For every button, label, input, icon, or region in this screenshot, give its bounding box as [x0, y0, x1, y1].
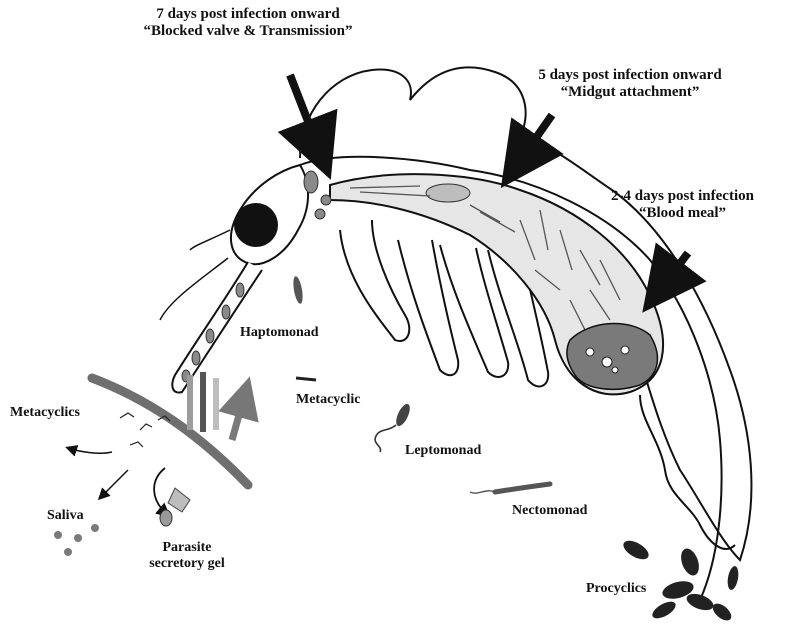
label-leptomonad: Leptomonad — [405, 443, 481, 459]
label-day7-line2: “Blocked valve & Transmission” — [118, 23, 378, 40]
label-secretory-gel: Parasite secretory gel — [132, 540, 242, 572]
gel-parasite — [160, 510, 172, 526]
antenna — [190, 230, 230, 250]
leg-2 — [398, 240, 458, 375]
label-day7: 7 days post infection onward “Blocked va… — [118, 6, 378, 41]
haptomonad-glyph — [292, 276, 305, 305]
label-secretory-gel-line2: secretory gel — [132, 556, 242, 572]
secretory-gel-blob — [168, 488, 190, 512]
pointer-arrow-day5 — [510, 115, 552, 175]
label-metacyclic: Metacyclic — [296, 392, 361, 408]
blood-meal — [567, 324, 657, 390]
label-saliva: Saliva — [47, 508, 84, 524]
attachment-zone — [426, 184, 470, 202]
metacyclics-arrow — [68, 448, 112, 453]
label-nectomonad: Nectomonad — [512, 503, 587, 519]
label-haptomonad: Haptomonad — [240, 325, 319, 341]
skin-surface — [92, 378, 248, 485]
saliva-droplets — [54, 524, 99, 556]
label-day24-line2: “Blood meal” — [585, 205, 780, 222]
metacyclic-glyph — [296, 378, 316, 380]
label-metacyclics: Metacyclics — [10, 405, 80, 421]
compound-eye — [234, 203, 278, 247]
label-day5-line2: “Midgut attachment” — [510, 84, 750, 101]
pointer-arrow-day24 — [652, 253, 688, 300]
label-procyclics: Procyclics — [586, 581, 646, 597]
leg-3 — [440, 245, 508, 377]
label-secretory-gel-line1: Parasite — [132, 540, 242, 556]
metacyclics-at-skin — [120, 413, 170, 447]
label-day7-line1: 7 days post infection onward — [118, 6, 378, 23]
label-day24: 2-4 days post infection “Blood meal” — [585, 188, 780, 223]
gel-arrow — [154, 468, 168, 515]
pointer-arrow-day7 — [290, 75, 325, 165]
label-day24-line1: 2-4 days post infection — [585, 188, 780, 205]
leg-1 — [340, 220, 409, 341]
label-day5-line1: 5 days post infection onward — [510, 67, 750, 84]
parasite-flow-arrows — [190, 372, 246, 440]
nectomonad-glyph — [470, 484, 550, 493]
saliva-arrow — [100, 470, 128, 498]
label-day5: 5 days post infection onward “Midgut att… — [510, 67, 750, 102]
